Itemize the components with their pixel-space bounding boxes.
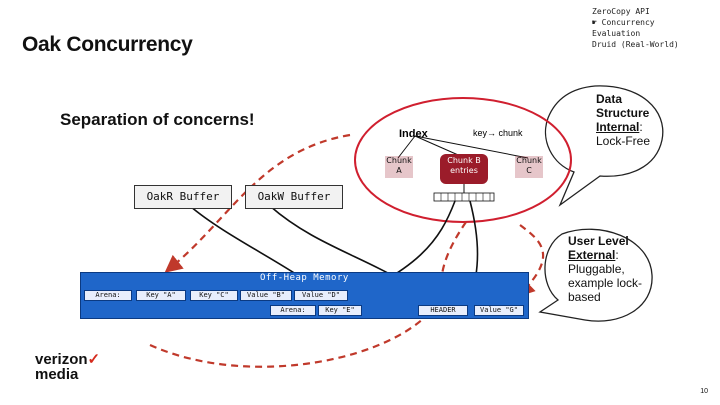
heap-cell-key-c: Key "C": [190, 290, 238, 301]
heap-cell-arena: Arena:: [270, 305, 316, 316]
internal-callout-bubble: [544, 85, 664, 207]
agenda-item: ☛ Concurrency: [592, 18, 655, 27]
agenda-note: ZeroCopy API ☛ Concurrency Evaluation Dr…: [592, 6, 712, 50]
red-dashed-arrow-bottom: [149, 298, 441, 368]
agenda-item: ZeroCopy API: [592, 7, 650, 16]
heap-cell-value-g: Value "G": [474, 305, 524, 316]
page-number: 10: [700, 388, 708, 395]
callout-line-emphasis: Internal: [596, 120, 640, 134]
callout-line-emphasis: External: [568, 248, 616, 262]
chunk-a-box: [385, 156, 413, 178]
callout-line: User Level: [568, 234, 629, 248]
external-callout-text: User Level External: Pluggable, example …: [568, 234, 658, 304]
off-heap-label: Off-Heap Memory: [260, 273, 349, 283]
logo-text: media: [35, 366, 79, 383]
heap-cell-header: HEADER: [418, 305, 468, 316]
callout-colon: :: [639, 120, 643, 134]
agenda-item: Evaluation: [592, 29, 641, 38]
chunk-a-label: Chunk A: [386, 156, 412, 175]
index-label: Index: [399, 128, 428, 140]
oakr-buffer: OakR Buffer: [134, 185, 232, 209]
callout-colon: :: [615, 248, 619, 262]
callout-line: based: [568, 290, 601, 304]
heap-cell-key-e: Key "E": [318, 305, 362, 316]
internal-callout-text: Data Structure Internal: Lock-Free: [596, 92, 666, 148]
chunk-b-label: Chunk B entries: [447, 156, 481, 175]
key-chunk-label: key→ chunk: [473, 128, 523, 138]
callout-line: Data: [596, 92, 623, 106]
heap-cell-arena: Arena:: [84, 290, 132, 301]
chunk-c-box: [515, 156, 543, 178]
heap-cell-value-d: Value "D": [294, 290, 348, 301]
checkmark-icon: ✓: [87, 351, 101, 368]
heap-cell-key-a: Key "A": [136, 290, 186, 301]
logo-text: verizon: [35, 351, 88, 368]
index-oval: [354, 97, 572, 223]
external-callout-bubble: [538, 228, 653, 322]
slide-title: Oak Concurrency: [22, 33, 193, 56]
entries-array: [433, 192, 495, 202]
callout-line: Pluggable,: [568, 262, 625, 276]
verizon-media-logo: verizon✓ media: [35, 352, 100, 382]
callout-line: Lock-Free: [596, 134, 651, 148]
chunk-c-label: Chunk C: [516, 156, 542, 175]
chunk-b-box: [440, 154, 488, 184]
slide-subtitle: Separation of concerns!: [60, 110, 255, 129]
heap-cell-value-b: Value "B": [240, 290, 292, 301]
callout-line: Structure: [596, 106, 650, 120]
agenda-item: Druid (Real-World): [592, 40, 679, 49]
oakw-buffer: OakW Buffer: [245, 185, 343, 209]
callout-line: example lock-: [568, 276, 643, 290]
